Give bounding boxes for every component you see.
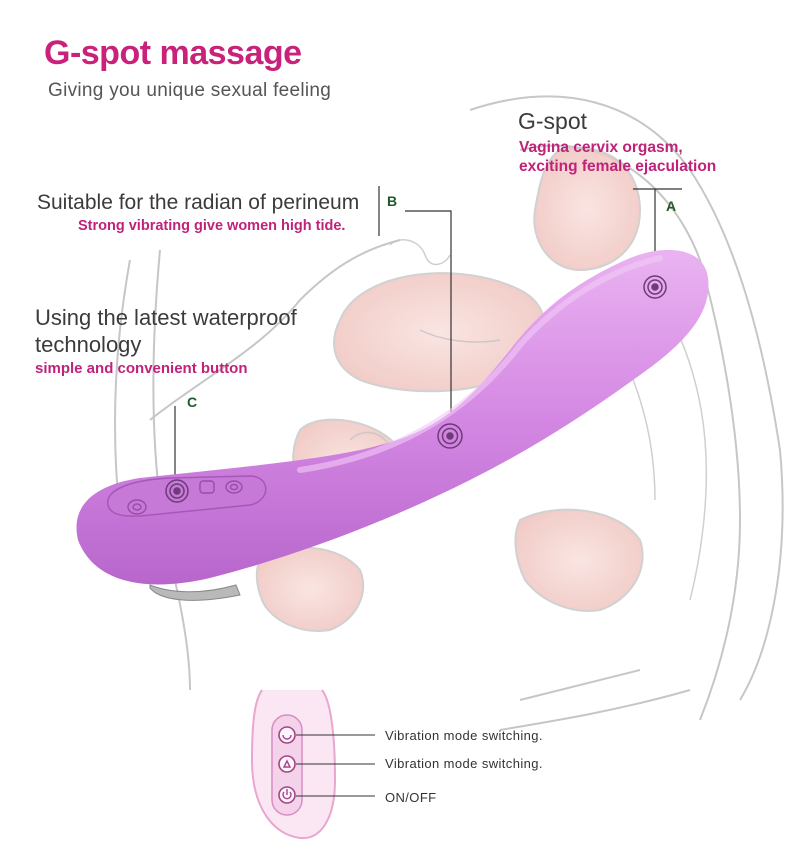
vibration-marker-b	[437, 423, 463, 449]
callout-lines	[174, 186, 682, 487]
page-title: G-spot massage	[44, 34, 302, 72]
callout-b-sub: Strong vibrating give women high tide.	[78, 218, 346, 234]
callout-a-line2: exciting female ejaculation	[519, 158, 717, 175]
vibration-marker-c	[165, 479, 189, 503]
callout-c-sub: simple and convenient button	[35, 360, 248, 377]
marker-label-c: C	[187, 394, 198, 410]
vibration-mode-icon	[278, 755, 296, 773]
panel-button-icons	[127, 480, 243, 515]
marker-label-a: A	[666, 198, 677, 214]
callout-c-heading-line1: Using the latest waterproof	[35, 305, 297, 330]
callout-line-b	[378, 186, 452, 432]
button-3-label: ON/OFF	[385, 790, 437, 805]
vibration-mode-icon	[278, 726, 296, 744]
callout-a-heading: G-spot	[518, 108, 588, 134]
callout-b-heading: Suitable for the radian of perineum	[37, 191, 360, 214]
page-subtitle: Giving you unique sexual feeling	[48, 80, 332, 101]
button-2-label: Vibration mode switching.	[385, 756, 543, 771]
vibration-marker-a	[643, 275, 667, 299]
callout-a-line1: Vagina cervix orgasm,	[519, 139, 683, 156]
handle-detail	[250, 689, 375, 840]
button-1-label: Vibration mode switching.	[385, 728, 543, 743]
marker-label-b: B	[387, 193, 398, 209]
callout-c-heading-line2: technology	[35, 332, 142, 357]
